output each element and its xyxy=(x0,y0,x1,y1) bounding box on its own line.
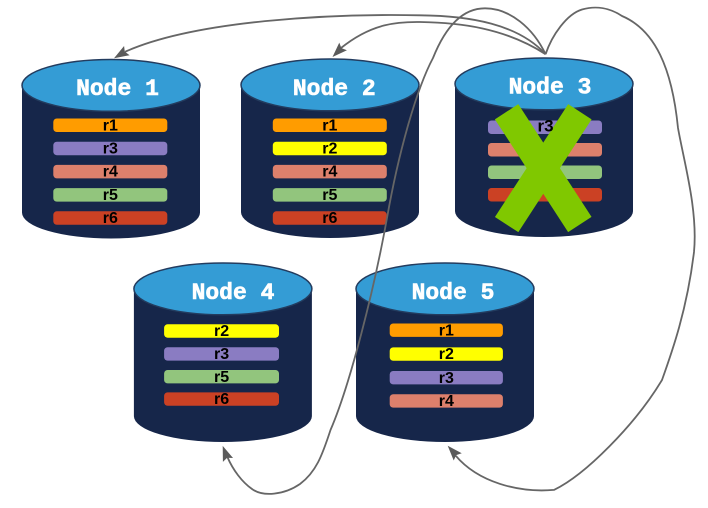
svg-text:r3: r3 xyxy=(439,370,454,387)
svg-text:r2: r2 xyxy=(439,346,454,363)
svg-text:r1: r1 xyxy=(103,117,118,134)
svg-text:r3: r3 xyxy=(538,117,554,136)
svg-text:r6: r6 xyxy=(322,210,337,227)
svg-text:r5: r5 xyxy=(214,369,229,386)
svg-text:Node 5: Node 5 xyxy=(412,280,495,306)
svg-text:r6: r6 xyxy=(214,391,229,408)
svg-text:r3: r3 xyxy=(214,346,229,363)
svg-text:r1: r1 xyxy=(439,322,454,339)
svg-text:Node 1: Node 1 xyxy=(76,76,159,102)
svg-text:r3: r3 xyxy=(103,141,118,158)
svg-text:Node 2: Node 2 xyxy=(293,76,376,102)
svg-text:r5: r5 xyxy=(322,187,337,204)
svg-text:r2: r2 xyxy=(214,323,229,340)
svg-text:r4: r4 xyxy=(322,164,337,181)
svg-text:Node 3: Node 3 xyxy=(509,75,592,101)
svg-text:r2: r2 xyxy=(322,141,337,158)
svg-text:Node 4: Node 4 xyxy=(192,280,275,306)
svg-text:r4: r4 xyxy=(439,393,454,410)
svg-text:r6: r6 xyxy=(103,210,118,227)
svg-text:r1: r1 xyxy=(322,117,337,134)
svg-text:r4: r4 xyxy=(103,164,118,181)
svg-text:r5: r5 xyxy=(103,187,118,204)
